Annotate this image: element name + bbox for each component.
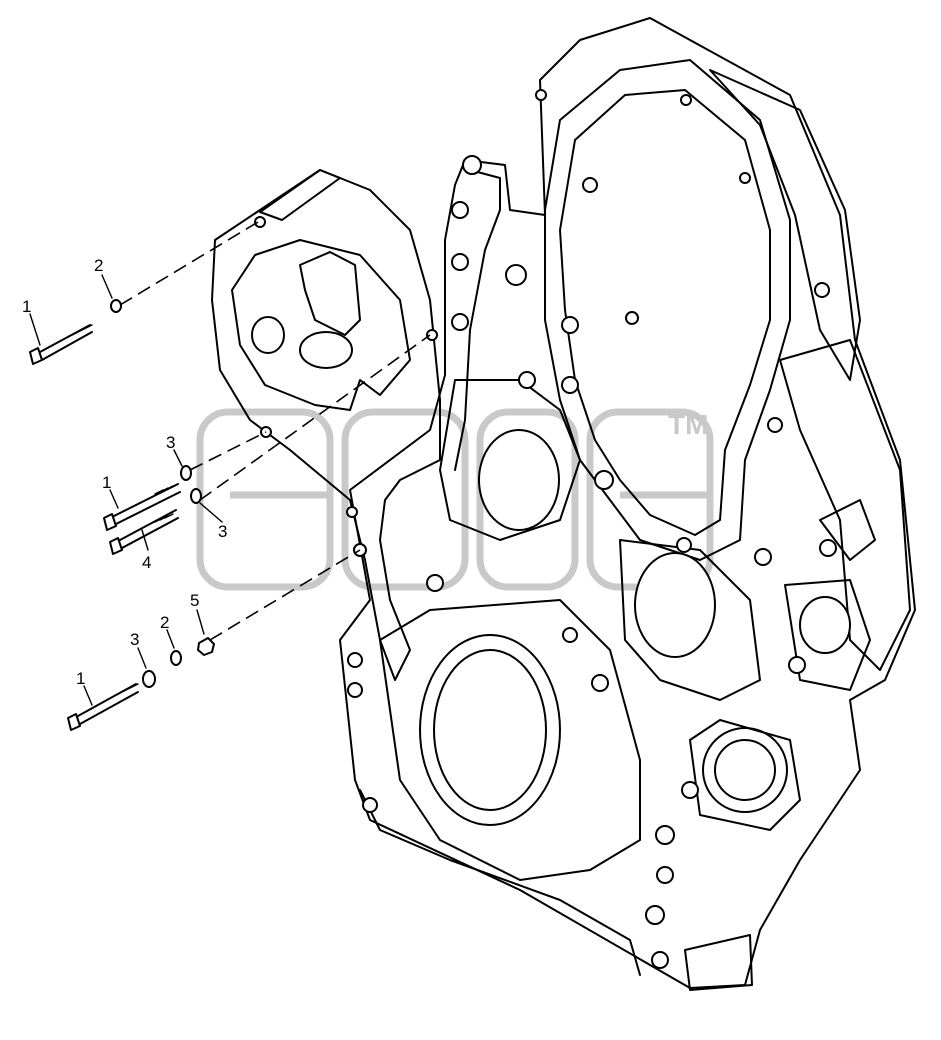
washer-3-lower: [190, 488, 202, 504]
watermark-tm: TM: [668, 409, 708, 440]
bolt-1-top: [29, 324, 93, 365]
callout-2-top: 2: [94, 256, 103, 275]
washer-3-bottom: [142, 670, 156, 688]
callout-1-middle: 1: [102, 473, 111, 492]
engine-front-housing: [339, 17, 916, 991]
callout-labels: 1 2 3 1 3 4 3 2 5 1: [22, 256, 227, 688]
bolt-1-bottom: [67, 683, 139, 731]
watermark-logo: TM: [196, 408, 714, 591]
cover-plate: [211, 169, 441, 681]
callout-leaders: [29, 274, 223, 706]
washer-2-top: [110, 299, 122, 313]
bolt-1-middle: [103, 483, 181, 531]
callout-5: 5: [190, 591, 199, 610]
callout-2-bottom: 2: [160, 613, 169, 632]
callout-1-top: 1: [22, 297, 31, 316]
stud-4: [109, 509, 179, 555]
leader-lines: [119, 221, 431, 641]
washer-2-bottom: [170, 650, 182, 666]
callout-3-bottom: 3: [130, 630, 139, 649]
callout-3-upper: 3: [166, 433, 175, 452]
nut-5: [197, 637, 215, 656]
callout-4: 4: [142, 553, 151, 572]
callout-1-bottom: 1: [76, 669, 85, 688]
callout-3-lower: 3: [218, 522, 227, 541]
washer-3-upper: [180, 465, 192, 481]
